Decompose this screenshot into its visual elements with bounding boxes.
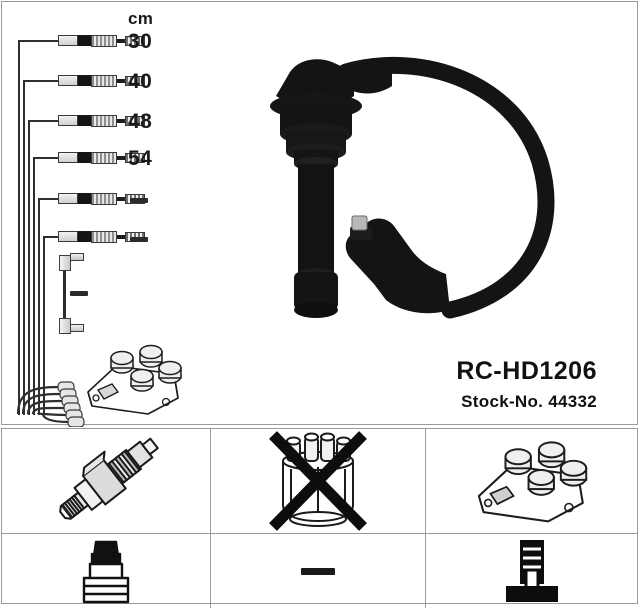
jumper-boot-top [59, 255, 71, 271]
plug-connector-icon [82, 540, 130, 604]
connector-tip [125, 115, 145, 126]
ignition-coil-pack [87, 344, 182, 415]
harness-lead [33, 157, 58, 160]
harness-lead [23, 80, 58, 83]
grid-cell-distributor-cap [211, 429, 426, 534]
length-label-4: 54 [128, 147, 153, 170]
spark-plug-icon [59, 437, 159, 520]
harness-trunk-line [33, 157, 36, 415]
connector-boot [58, 75, 78, 86]
length-label-3: 48 [128, 110, 153, 133]
grid-cell-none [211, 534, 426, 608]
harness-lead [18, 40, 58, 43]
main-illustration-frame: cm [1, 1, 638, 427]
connector-grip [91, 151, 117, 164]
connector-boot [58, 115, 78, 126]
grid-cell-spark-plug [2, 429, 211, 534]
grid-cell-coil-terminal [426, 534, 637, 608]
harness-fanout [16, 381, 85, 427]
jumper-length-label [70, 291, 88, 296]
connector-grip [91, 34, 117, 47]
cross-out-mark [269, 431, 367, 531]
length-label-1: 30 [128, 30, 153, 53]
dash-icon [301, 567, 335, 575]
connector-boot [58, 193, 78, 204]
connector-band [78, 152, 91, 163]
cable-connector [58, 74, 145, 87]
distributor-cap-icon [269, 431, 367, 531]
harness-trunk-line [18, 40, 21, 415]
harness-trunk-line [38, 198, 41, 415]
connector-boot [58, 35, 78, 46]
cable-connector [58, 34, 145, 47]
cable-connector [58, 114, 145, 127]
harness-trunk-line [23, 80, 26, 415]
ignition-coil-icon [477, 441, 587, 523]
harness-lead [43, 236, 58, 239]
connector-band [78, 75, 91, 86]
cable-connector [58, 151, 145, 164]
cable-connector [58, 230, 145, 243]
jumper-arm-bottom [70, 324, 84, 332]
connector-grip [91, 192, 117, 205]
jumper-arm-top [70, 253, 84, 261]
connector-neck [117, 155, 125, 160]
harness-trunk-line [28, 120, 31, 415]
jumper-wire [63, 271, 66, 321]
connector-band [78, 115, 91, 126]
grid-cell-ignition-coil [426, 429, 637, 534]
connector-tip [125, 35, 145, 46]
application-icon-grid [1, 428, 638, 608]
length-label-2: 40 [128, 70, 153, 93]
spark-plug-boot [270, 59, 392, 318]
harness-trunk-line [43, 236, 46, 415]
product-code: RC-HD1206 [456, 357, 597, 385]
connector-neck [117, 196, 125, 201]
harness-lead [28, 120, 58, 123]
connector-boot [58, 231, 78, 242]
harness-lead [38, 198, 58, 201]
connector-grip [91, 114, 117, 127]
angled-boot [345, 215, 450, 314]
connector-tip [125, 75, 145, 86]
grid-cell-plug-connector [2, 534, 211, 608]
ignition-cable-product-photo [270, 57, 555, 319]
length-label-6 [130, 237, 148, 242]
coil-terminal-icon [505, 540, 558, 602]
product-stock-number: Stock-No. 44332 [461, 392, 597, 411]
connector-grip [91, 74, 117, 87]
connector-band [78, 231, 91, 242]
unit-header: cm [128, 9, 154, 28]
connector-neck [117, 38, 125, 43]
connector-grip [91, 230, 117, 243]
connector-tip [125, 152, 145, 163]
length-label-5 [130, 198, 148, 203]
connector-neck [117, 78, 125, 83]
connector-boot [58, 152, 78, 163]
connector-neck [117, 118, 125, 123]
connector-neck [117, 234, 125, 239]
connector-band [78, 193, 91, 204]
connector-band [78, 35, 91, 46]
